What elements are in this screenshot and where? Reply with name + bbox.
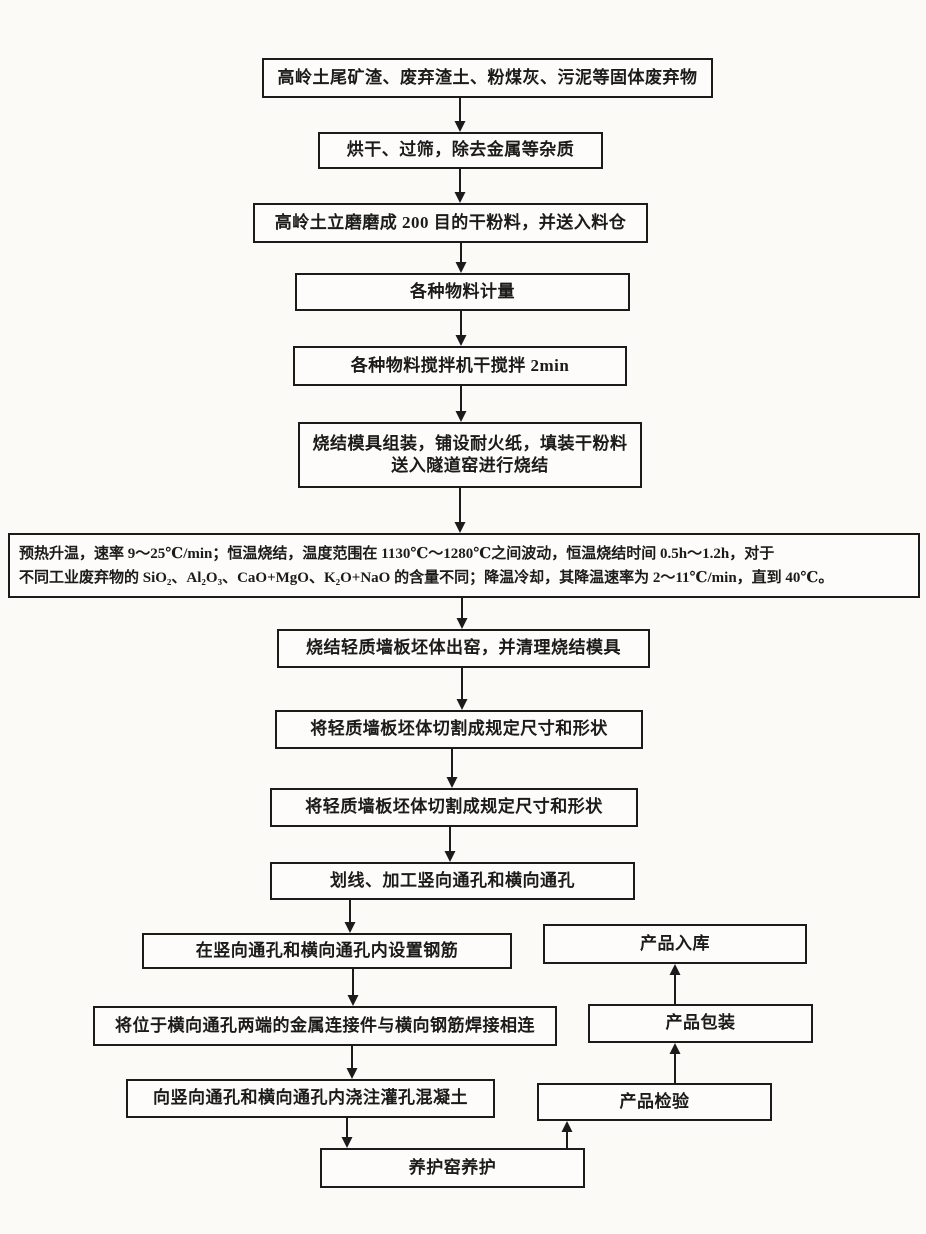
step-line: 送入隧道窑进行烧结	[391, 456, 549, 475]
flow-arrow-down	[446, 749, 458, 788]
step-product-storage: 产品入库	[543, 924, 807, 964]
step-connector-welding: 将位于横向通孔两端的金属连接件与横向钢筋焊接相连	[93, 1006, 557, 1046]
flow-arrow-down	[455, 386, 467, 422]
flow-arrow-down	[444, 827, 456, 862]
step-product-inspection: 产品检验	[537, 1083, 772, 1121]
step-concrete-grouting: 向竖向通孔和横向通孔内浇注灌孔混凝土	[126, 1079, 495, 1118]
flow-arrow-down	[344, 900, 356, 933]
flow-arrow-down	[456, 598, 468, 629]
flow-arrow-up	[561, 1121, 573, 1148]
step-drying-sieving: 烘干、过筛，除去金属等杂质	[318, 132, 603, 169]
step-line: 烧结模具组装，铺设耐火纸，填装干粉料	[312, 433, 628, 453]
step-mold-assembly: 烧结模具组装，铺设耐火纸，填装干粉料 送入隧道窑进行烧结	[298, 422, 642, 488]
flow-arrow-down	[347, 969, 359, 1006]
step-cutting-1: 将轻质墙板坯体切割成规定尺寸和形状	[275, 710, 643, 749]
step-product-packaging: 产品包装	[588, 1004, 813, 1043]
step-rebar-placement: 在竖向通孔和横向通孔内设置钢筋	[142, 933, 512, 969]
flow-arrow-down	[341, 1118, 353, 1148]
flow-arrow-up	[669, 964, 681, 1004]
flow-arrow-down	[455, 243, 467, 273]
step-cutting-2: 将轻质墙板坯体切割成规定尺寸和形状	[270, 788, 638, 827]
step-dry-mixing: 各种物料搅拌机干搅拌 2min	[293, 346, 627, 386]
step-kiln-exit-cleanup: 烧结轻质墙板坯体出窑，并清理烧结模具	[277, 629, 650, 668]
step-raw-materials: 高岭土尾矿渣、废弃渣土、粉煤灰、污泥等固体废弃物	[262, 58, 713, 98]
step-grinding: 高岭土立磨磨成 200 目的干粉料，并送入料仓	[253, 203, 648, 243]
flow-arrow-down	[455, 311, 467, 346]
step-line: 不同工业废弃物的 SiO₂、Al₂O₃、CaO+MgO、K₂O+NaO 的含量不…	[19, 569, 834, 586]
step-line: 预热升温，速率 9～25℃/min；恒温烧结，温度范围在 1130℃～1280℃…	[19, 545, 775, 562]
flow-arrow-down	[456, 668, 468, 710]
step-hole-machining: 划线、加工竖向通孔和横向通孔	[270, 862, 635, 900]
step-curing-kiln: 养护窑养护	[320, 1148, 585, 1188]
flow-arrow-up	[669, 1043, 681, 1083]
step-material-metering: 各种物料计量	[295, 273, 630, 311]
flow-arrow-down	[454, 98, 466, 132]
flow-arrow-down	[346, 1046, 358, 1079]
flow-arrow-down	[454, 488, 466, 533]
step-sintering-parameters: 预热升温，速率 9～25℃/min；恒温烧结，温度范围在 1130℃～1280℃…	[8, 533, 920, 598]
flow-arrow-down	[454, 168, 466, 203]
